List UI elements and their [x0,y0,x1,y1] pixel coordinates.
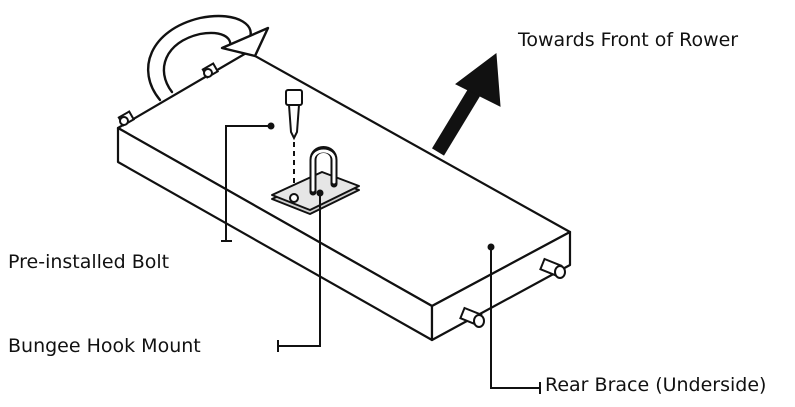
peg-front-right [459,306,485,328]
bolt-leader [225,125,271,241]
bolt-shaft [287,104,301,141]
brace-leader [490,247,540,389]
leader-lines [221,125,541,394]
bolt [285,89,303,141]
brace-pegs [117,62,566,328]
bolt-head [285,89,303,106]
front-direction-label: Towards Front of Rower [518,29,739,51]
pre-installed-bolt-label: Pre-installed Bolt [8,251,170,273]
mount-bolt-hole [289,193,299,203]
direction-arrow-icon [432,53,501,156]
rotate-arrow-icon [146,14,270,102]
peg-back-left [117,110,136,127]
rear-brace-label: Rear Brace (Underside) [545,374,767,396]
peg-back-top [201,62,220,79]
peg-side-right [539,257,566,279]
bungee-hook-mount [271,146,360,215]
rotate-arrow-head [220,26,270,58]
hook-leader [278,193,321,347]
rear-brace [116,50,572,342]
bungee-hook-mount-label: Bungee Hook Mount [8,335,201,357]
